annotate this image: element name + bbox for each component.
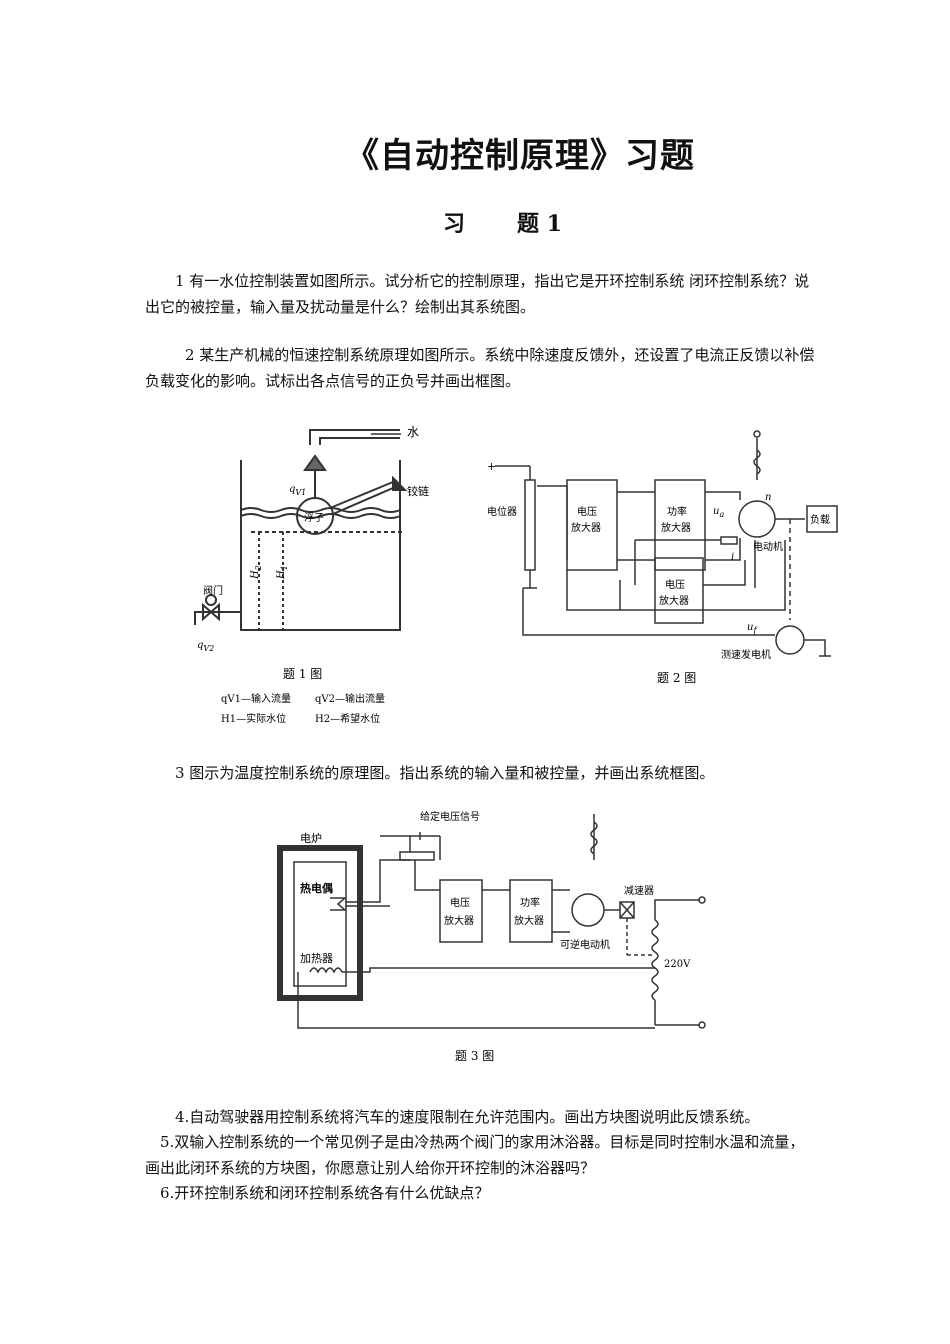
hinge-label: 铰链 [407,484,429,498]
reference-potentiometer [399,851,435,861]
autotransformer-coil [651,919,659,1001]
furnace-outer [277,845,363,1001]
outlet-valve [202,602,220,622]
valve-label: 阀门 [203,584,223,597]
h1-label: H1 [276,565,289,580]
legend-h1: H1—实际水位 [221,712,286,725]
legend-qv2: qV2—输出流量 [315,692,385,705]
legend-qv1: qV1—输入流量 [221,692,291,705]
current-sense-resistor [720,536,738,545]
furnace-label: 电炉 [300,832,322,845]
figure-2-caption: 题 2 图 [657,671,696,685]
qv1-label: qV1 [289,484,306,497]
figure-3-caption: 题 3 图 [455,1049,494,1063]
motor-label: 电动机 [753,540,783,553]
document-title: 《自动控制原理》习题 [345,136,695,176]
voltage-amplifier [439,879,483,943]
heater-coil [309,967,343,974]
tank-outlet-pipe [194,611,241,625]
float-label: 浮子 [304,512,324,524]
field-winding [590,821,598,855]
ua-label: ua [713,506,724,519]
voltage-label: 220V [664,959,691,970]
thermocouple-label: 热电偶 [300,881,333,895]
potentiometer-resistor [524,479,536,571]
question-5: 5.双输入控制系统的一个常见例子是由冷热两个阀门的家用沐浴器。目标是同时控制水温… [145,1133,805,1177]
water-label: 水 [407,425,419,439]
load-label: 负载 [810,513,830,526]
plus-terminal: + [487,460,496,473]
tachogenerator [775,625,805,655]
voltage-amp-line1: 电压 [450,896,470,909]
field-winding [753,449,761,475]
question-3: 3 图示为温度控制系统的原理图。指出系统的输入量和被控量，并画出系统框图。 [175,764,715,782]
heater-label: 加热器 [300,952,333,965]
power-amplifier [654,479,706,571]
h2-label: H2 [250,565,263,580]
voltage-amp-2-line1: 电压 [665,578,685,591]
uf-label: uf [747,622,758,635]
power-amp-line2: 放大器 [514,914,544,927]
question-1: 1 有一水位控制装置如图所示。试分析它的控制原理，指出它是开环控制系统 闭环控制… [145,272,810,316]
section-heading-part-b: 题 1 [517,211,562,237]
section-heading-part-a: 习 [443,211,466,237]
figure-3-temperature-control-diagram: 电炉 给定电压信号 热电偶 加热器 电压 放大器 功率 放大器 减速器 可逆电动… [277,810,706,1063]
voltage-amp-1-line2: 放大器 [571,521,601,534]
inlet-pipe [309,429,400,445]
voltage-amp-1-line1: 电压 [577,505,597,518]
reversible-motor-label: 可逆电动机 [560,938,610,951]
voltage-amplifier-1 [566,479,618,571]
qv2-label: qV2 [197,640,214,653]
question-6: 6.开环控制系统和闭环控制系统各有什么优缺点？ [160,1184,490,1202]
figure-1-water-level-diagram: 水 qV1 铰链 浮子 H2 H1 阀门 qV2 题 1 图 qV1—输入流量 … [194,425,429,725]
speed-n-label: n [765,492,771,503]
thermocouple [330,897,348,911]
reversible-motor [571,893,605,927]
tacho-label: 测速发电机 [721,648,771,661]
hinge-mount [392,475,408,491]
figure-1-caption: 题 1 图 [283,667,322,681]
water-surface [240,507,401,513]
reducer-label: 减速器 [624,885,654,897]
power-amplifier [509,879,553,943]
voltage-amp-2-line2: 放大器 [659,594,689,607]
load-box [806,505,838,533]
question-2: 2 某生产机械的恒速控制系统原理如图所示。系统中除速度反馈外，还设置了电流正反馈… [145,346,815,390]
lever-arm [329,481,394,509]
setpoint-label: 给定电压信号 [420,810,480,823]
legend-h2: H2—希望水位 [315,712,380,725]
question-4: 4.自动驾驶器用控制系统将汽车的速度限制在允许范围内。画出方块图说明此反馈系统。 [175,1108,760,1126]
figure-2-speed-control-diagram: + 电位器 电压 放大器 功率 放大器 电压 放大器 ua n 电动机 负载 i… [487,430,838,685]
power-amp-line2: 放大器 [661,521,691,534]
power-amp-line1: 功率 [520,896,540,909]
potentiometer-label: 电位器 [487,505,517,518]
inlet-valve [303,454,327,471]
current-i-label: i [731,552,734,563]
section-heading: 习 题 1 [0,206,950,238]
power-amp-line1: 功率 [667,505,687,518]
voltage-amp-line2: 放大器 [444,914,474,927]
dc-motor [738,500,776,538]
tank-wall [240,460,401,631]
voltage-amplifier-2 [654,557,704,624]
